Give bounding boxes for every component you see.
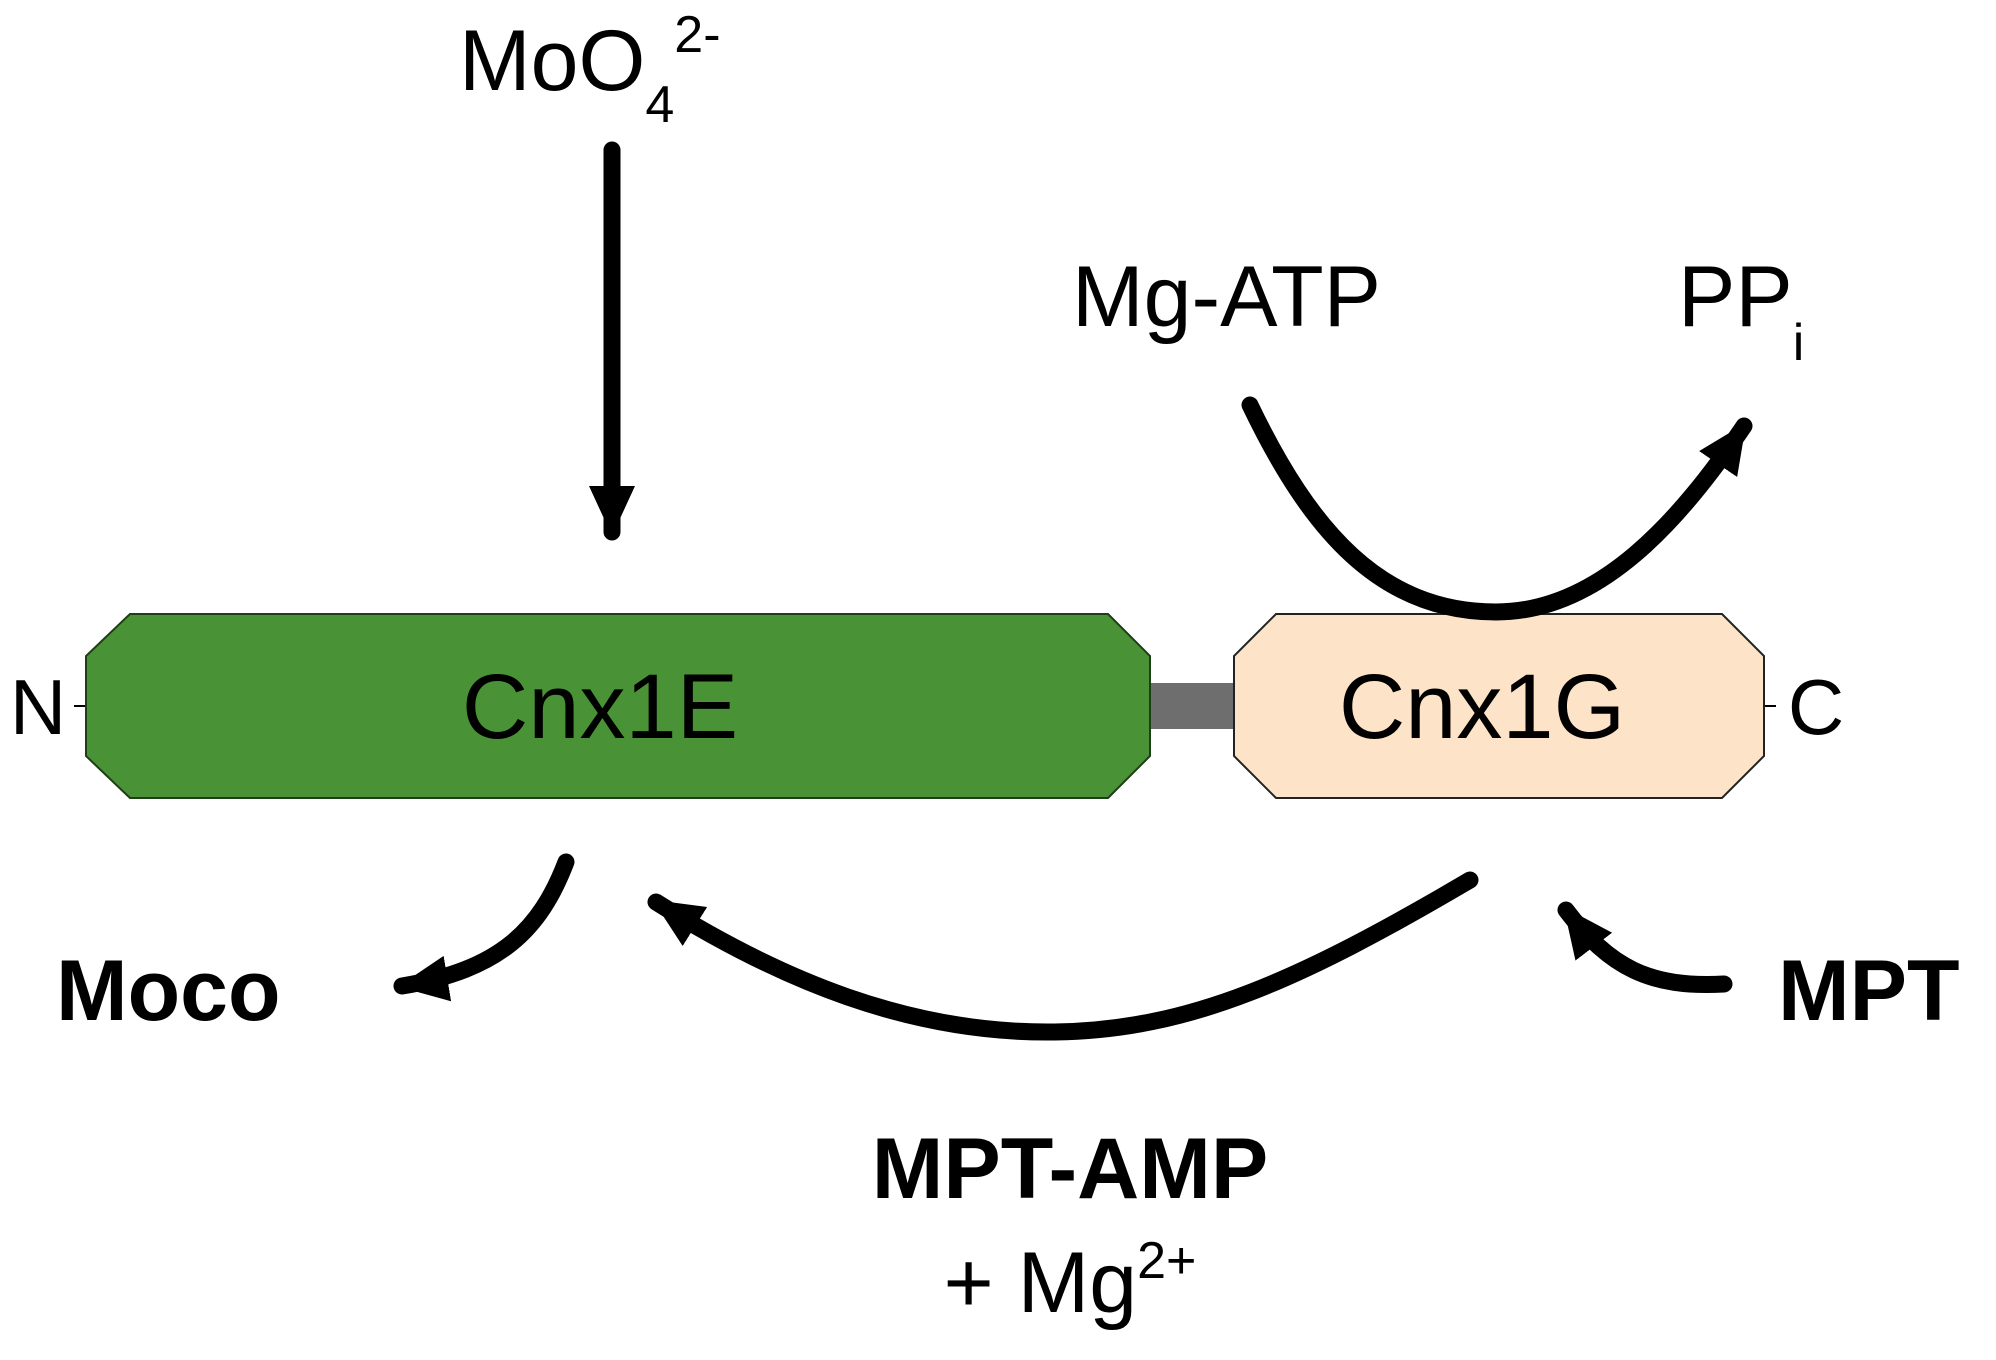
ppi-subscript: i: [1793, 314, 1805, 372]
mpt-binding-arrow: [1557, 901, 1733, 993]
mpt-amp-transfer-arrow: [647, 871, 1479, 1041]
ppi-label: PPi: [1678, 249, 1804, 372]
domain-linker: [1148, 683, 1236, 729]
moco-label: Moco: [56, 943, 281, 1039]
n-terminus-label: N: [10, 663, 66, 751]
cnx1g-domain: [1233, 613, 1765, 799]
molybdate-label: MoO42-: [459, 6, 721, 134]
cnx1e-label: Cnx1E: [462, 656, 738, 758]
ppi-base: PP: [1678, 249, 1793, 345]
mg-ion-base: + Mg: [944, 1235, 1138, 1331]
atp-to-ppi-arrow: [1241, 396, 1753, 621]
mg-ion-superscript: 2+: [1137, 1232, 1196, 1290]
molybdate-subscript: 4: [645, 76, 674, 134]
cnx1e-domain: [85, 613, 1151, 799]
cnx1g-label: Cnx1G: [1339, 656, 1625, 758]
moco-release-arrow: [393, 853, 575, 1002]
molybdate-base: MoO: [459, 13, 645, 109]
mg-ion-label: + Mg2+: [944, 1232, 1197, 1331]
molybdate-superscript: 2-: [674, 6, 720, 64]
mpt-amp-label: MPT-AMP: [872, 1121, 1269, 1217]
c-terminus-label: C: [1788, 663, 1844, 751]
mg-atp-label: Mg-ATP: [1072, 249, 1381, 345]
mpt-label: MPT: [1778, 943, 1960, 1039]
